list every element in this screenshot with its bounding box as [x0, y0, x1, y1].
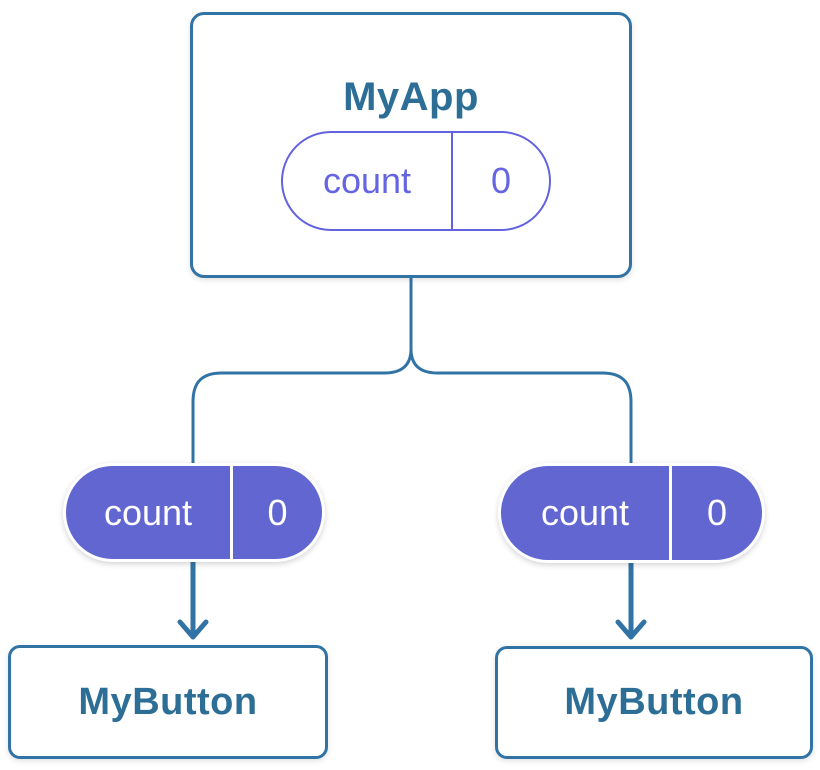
component-card-mybutton-right: MyButton	[495, 646, 813, 759]
state-value: 0	[706, 492, 728, 533]
component-title: MyButton	[78, 680, 258, 723]
state-pill-left-branch: count 0	[63, 463, 325, 562]
state-key-label: count	[283, 133, 453, 229]
arrowhead-left-icon	[177, 619, 209, 640]
connector-branch-left	[191, 348, 413, 556]
component-title: MyButton	[564, 681, 744, 723]
arrowhead-right-icon	[615, 619, 647, 640]
component-card-mybutton-left: MyButton	[8, 645, 328, 759]
connector-branch-right	[409, 348, 633, 556]
state-pill-right-branch: count 0	[498, 463, 765, 563]
state-key-label: count	[66, 466, 233, 559]
state-pill-myapp: count 0	[281, 131, 551, 231]
state-value: 0	[267, 491, 288, 533]
state-value: 0	[490, 160, 512, 201]
component-card-myapp: MyApp count 0	[190, 12, 632, 278]
state-key-label: count	[501, 466, 672, 560]
component-title: MyApp	[343, 75, 479, 119]
